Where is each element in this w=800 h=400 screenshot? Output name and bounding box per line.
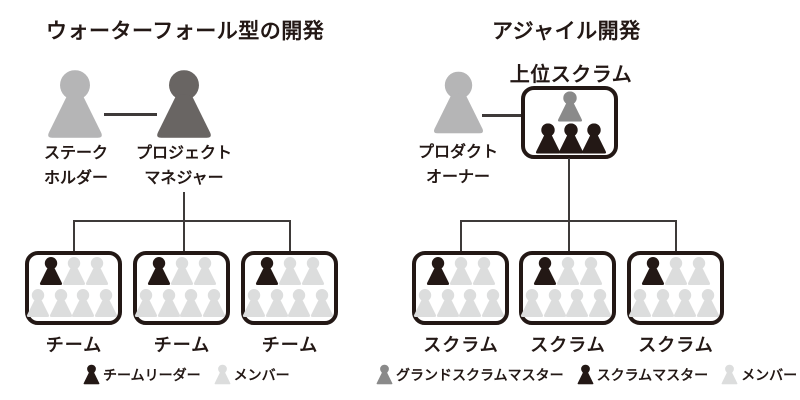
member-icon (265, 289, 289, 317)
waterfall-legend: チームリーダー メンバー (83, 364, 290, 385)
legend-item-team-leader: チームリーダー (83, 364, 201, 385)
scrum-master-icon (641, 257, 665, 285)
legend-item-member: メンバー (214, 364, 290, 385)
team-box-3 (241, 251, 338, 325)
grand-scrum-master-icon (376, 364, 393, 385)
scrum-label-3: スクラム (638, 335, 714, 355)
member-icon (49, 289, 73, 317)
team-box-2 (133, 251, 230, 325)
member-icon (134, 289, 158, 317)
member-icon (696, 289, 720, 317)
project-manager-label: プロジェクト マネジャー (135, 145, 232, 187)
member-icon (85, 257, 109, 285)
legend-label: メンバー (233, 367, 290, 383)
member-icon (651, 289, 675, 317)
team-leader-icon (39, 257, 63, 285)
member-icon (556, 257, 580, 285)
scrum-box-2 (519, 251, 616, 325)
stakeholder-label: ステーク ホルダー (43, 145, 108, 187)
legend-label: スクラムマスター (596, 367, 709, 383)
scrums-branch-line (460, 220, 677, 222)
member-icon (214, 364, 231, 385)
agile-legend: グランドスクラムマスター スクラムマスター メンバー (376, 364, 797, 385)
scrum-label-1: スクラム (423, 335, 499, 355)
scrum-box-3 (627, 251, 724, 325)
team-label-3: チーム (261, 335, 319, 355)
member-icon (71, 289, 95, 317)
member-icon (413, 289, 437, 317)
member-icon (472, 257, 496, 285)
team-drop-line-3 (289, 220, 291, 252)
legend-label: チームリーダー (103, 367, 201, 383)
upper-scrum-to-scrums-line (568, 158, 570, 252)
member-icon (579, 257, 603, 285)
stakeholder-icon (46, 70, 104, 138)
scrum-drop-line-1 (460, 220, 462, 252)
team-leader-icon (255, 257, 279, 285)
upper-scrum-box (521, 86, 618, 159)
agile-title: アジャイル開発 (492, 20, 641, 43)
member-icon (287, 289, 311, 317)
legend-label: グランドスクラムマスター (396, 367, 564, 383)
scrum-master-icon (581, 123, 607, 154)
member-icon (565, 289, 589, 317)
team-label-2: チーム (153, 335, 211, 355)
member-icon (687, 257, 711, 285)
grand-scrum-master-icon (557, 91, 583, 122)
member-icon (721, 364, 738, 385)
member-icon (193, 257, 217, 285)
member-icon (628, 289, 652, 317)
scrum-drop-line-3 (675, 220, 677, 252)
scrum-label-2: スクラム (530, 335, 606, 355)
member-icon (157, 289, 181, 317)
legend-item-member: メンバー (721, 364, 797, 385)
upper-scrum-label: 上位スクラム (509, 64, 633, 86)
member-icon (170, 257, 194, 285)
legend-label: メンバー (741, 367, 798, 383)
member-icon (520, 289, 544, 317)
member-icon (278, 257, 302, 285)
pm-to-teams-line (183, 192, 185, 252)
po-to-upper-scrum-line (482, 114, 522, 117)
member-icon (436, 289, 460, 317)
member-icon (673, 289, 697, 317)
team-box-1 (25, 251, 122, 325)
member-icon (62, 257, 86, 285)
member-icon (481, 289, 505, 317)
team-leader-icon (83, 364, 100, 385)
member-icon (664, 257, 688, 285)
teams-branch-line (73, 220, 291, 222)
stakeholder-pm-connector-line (104, 113, 157, 116)
member-icon (449, 257, 473, 285)
scrum-master-icon (426, 257, 450, 285)
waterfall-title: ウォーターフォール型の開発 (46, 20, 325, 43)
member-icon (202, 289, 226, 317)
member-icon (301, 257, 325, 285)
member-icon (588, 289, 612, 317)
scrum-box-1 (412, 251, 509, 325)
member-icon (179, 289, 203, 317)
legend-item-scrum-master: スクラムマスター (577, 364, 709, 385)
team-label-1: チーム (45, 335, 103, 355)
member-icon (94, 289, 118, 317)
member-icon (458, 289, 482, 317)
member-icon (310, 289, 334, 317)
product-owner-icon (432, 70, 485, 135)
team-leader-icon (147, 257, 171, 285)
legend-item-grand-scrum-master: グランドスクラムマスター (376, 364, 564, 385)
project-manager-icon (155, 70, 213, 138)
member-icon (242, 289, 266, 317)
product-owner-label: プロダクト オーナー (417, 144, 498, 186)
member-icon (26, 289, 50, 317)
team-drop-line-1 (73, 220, 75, 252)
scrum-master-icon (533, 257, 557, 285)
scrum-master-icon (577, 364, 594, 385)
member-icon (543, 289, 567, 317)
